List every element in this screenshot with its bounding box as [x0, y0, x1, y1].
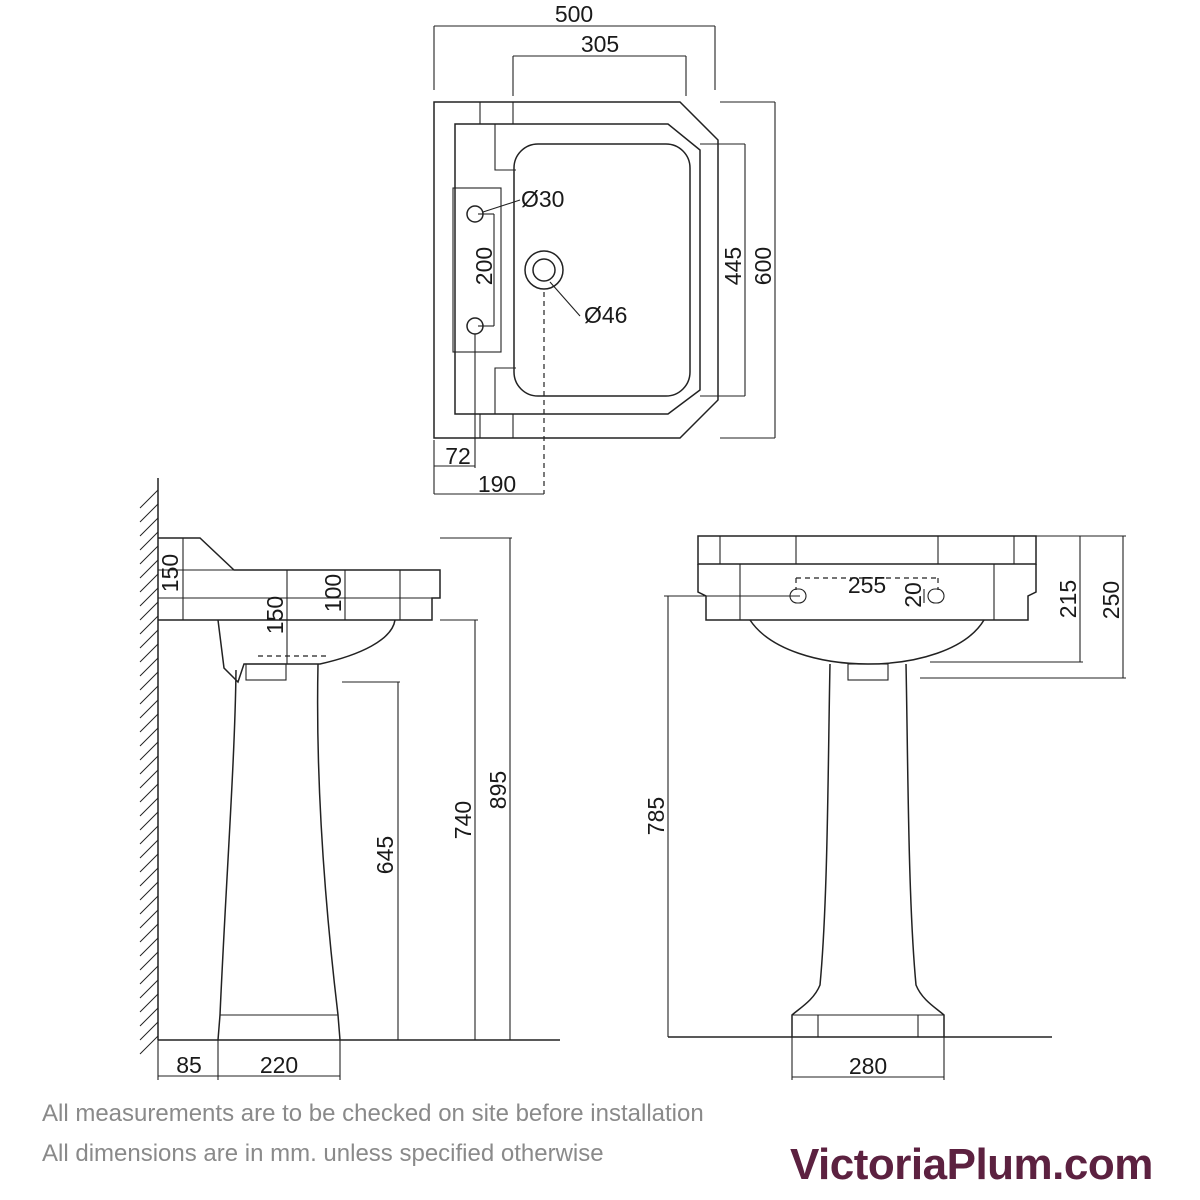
- wall-hatch-line: [139, 979, 159, 999]
- front-rim: [697, 535, 1037, 565]
- dim-top-waste-offset: 190: [478, 471, 516, 497]
- top-tap-deck: [494, 124, 516, 414]
- dim-front-rim-to-bowl: 215: [1055, 580, 1081, 618]
- wall-hatch-line: [139, 825, 159, 845]
- dim-top-overall-depth: 600: [750, 247, 776, 285]
- wall-hatch-line: [139, 881, 159, 901]
- wall-hatch-line: [139, 643, 159, 663]
- front-view: 255 20 785 215 250 280: [643, 535, 1126, 1080]
- dim-front-overflow-height: 20: [900, 582, 926, 608]
- dim-front-overflow-spacing: 255: [848, 572, 886, 598]
- dim-top-bowl-depth: 445: [720, 247, 746, 285]
- dim-top-bowl-width: 305: [581, 31, 619, 57]
- dim-top-waste-diameter: Ø46: [584, 302, 627, 328]
- wall-hatch-line: [139, 517, 159, 537]
- dim-side-back-height: 150: [157, 554, 183, 592]
- wall-hatch-line: [139, 727, 159, 747]
- wall-hatch-line: [139, 1007, 159, 1027]
- dim-front-pedestal-base-width: 280: [849, 1053, 887, 1079]
- dim-top-width: 500: [555, 1, 593, 27]
- wall-hatch-line: [139, 951, 159, 971]
- wall-hatch-line: [139, 965, 159, 985]
- side-view: 150 100 150 645 740 895 85 220: [139, 478, 560, 1080]
- wall-hatch-line: [139, 797, 159, 817]
- top-outer-outline: [433, 101, 719, 439]
- dim-side-wall-gap: 85: [176, 1052, 202, 1078]
- wall-hatch-line: [139, 671, 159, 691]
- front-overflow-right: [927, 588, 945, 604]
- wall-hatch-line: [139, 685, 159, 705]
- wall-hatch-line: [139, 615, 159, 635]
- side-basin-back: [158, 537, 441, 621]
- front-pedestal: [791, 663, 945, 1037]
- wall-hatch-line: [139, 629, 159, 649]
- front-body: [697, 564, 1037, 621]
- wall-hatch-line: [139, 867, 159, 887]
- dim-side-bowl-depth: 150: [262, 596, 288, 634]
- wall-hatch-line: [139, 769, 159, 789]
- note-check-on-site: All measurements are to be checked on si…: [42, 1100, 704, 1127]
- top-tap-plinth: [452, 187, 502, 353]
- wall-hatch-line: [139, 1021, 159, 1041]
- front-bowl-underside: [749, 619, 985, 665]
- wall-hatch-line: [139, 839, 159, 859]
- wall-hatch-line: [139, 923, 159, 943]
- top-waste-inner: [532, 258, 556, 282]
- brand-logo: VictoriaPlum.com: [790, 1140, 1153, 1189]
- wall-hatch-line: [139, 531, 159, 551]
- wall-hatch-line: [139, 1035, 159, 1055]
- note-units: All dimensions are in mm. unless specifi…: [42, 1140, 604, 1167]
- wall-hatch-line: [139, 993, 159, 1013]
- dim-top-tap-hole-diameter: Ø30: [521, 186, 564, 212]
- top-bowl: [513, 143, 691, 397]
- dim-top-tap-spacing: 200: [471, 247, 497, 285]
- wall-hatch-line: [139, 713, 159, 733]
- wall-hatch-line: [139, 587, 159, 607]
- top-view: 500 305 600 445 200 72 190 Ø30 Ø46: [433, 1, 776, 497]
- dim-top-tap-offset: 72: [445, 443, 471, 469]
- wall-hatch-line: [139, 559, 159, 579]
- wall-hatch-line: [139, 937, 159, 957]
- wall-hatch-line: [139, 909, 159, 929]
- wall-hatch-line: [139, 699, 159, 719]
- dim-side-rim-height: 100: [320, 574, 346, 612]
- wall-hatching: [139, 489, 159, 1055]
- top-inner-rim: [454, 123, 701, 415]
- wall-hatch-line: [139, 741, 159, 761]
- wall-hatch-line: [139, 601, 159, 621]
- dim-side-pedestal-height: 645: [372, 836, 398, 874]
- dim-side-pedestal-depth: 220: [260, 1052, 298, 1078]
- wall-hatch-line: [139, 755, 159, 775]
- wall-hatch-line: [139, 545, 159, 565]
- wall-hatch-line: [139, 489, 159, 509]
- wall-hatch-line: [139, 573, 159, 593]
- dim-side-overall-height: 895: [485, 771, 511, 809]
- technical-drawing: 500 305 600 445 200 72 190 Ø30 Ø46: [139, 1, 1126, 1080]
- wall-hatch-line: [139, 503, 159, 523]
- dim-front-floor-to-overflow: 785: [643, 797, 669, 835]
- side-bowl-underside: [217, 619, 396, 684]
- wall-hatch-line: [139, 853, 159, 873]
- side-pedestal: [217, 663, 341, 1041]
- wall-hatch-line: [139, 895, 159, 915]
- wall-hatch-line: [139, 811, 159, 831]
- dim-front-rim-to-pedestal: 250: [1098, 581, 1124, 619]
- top-waste-outer: [524, 250, 564, 290]
- wall-hatch-line: [139, 657, 159, 677]
- dim-side-basin-underside: 740: [450, 801, 476, 839]
- wall-hatch-line: [139, 783, 159, 803]
